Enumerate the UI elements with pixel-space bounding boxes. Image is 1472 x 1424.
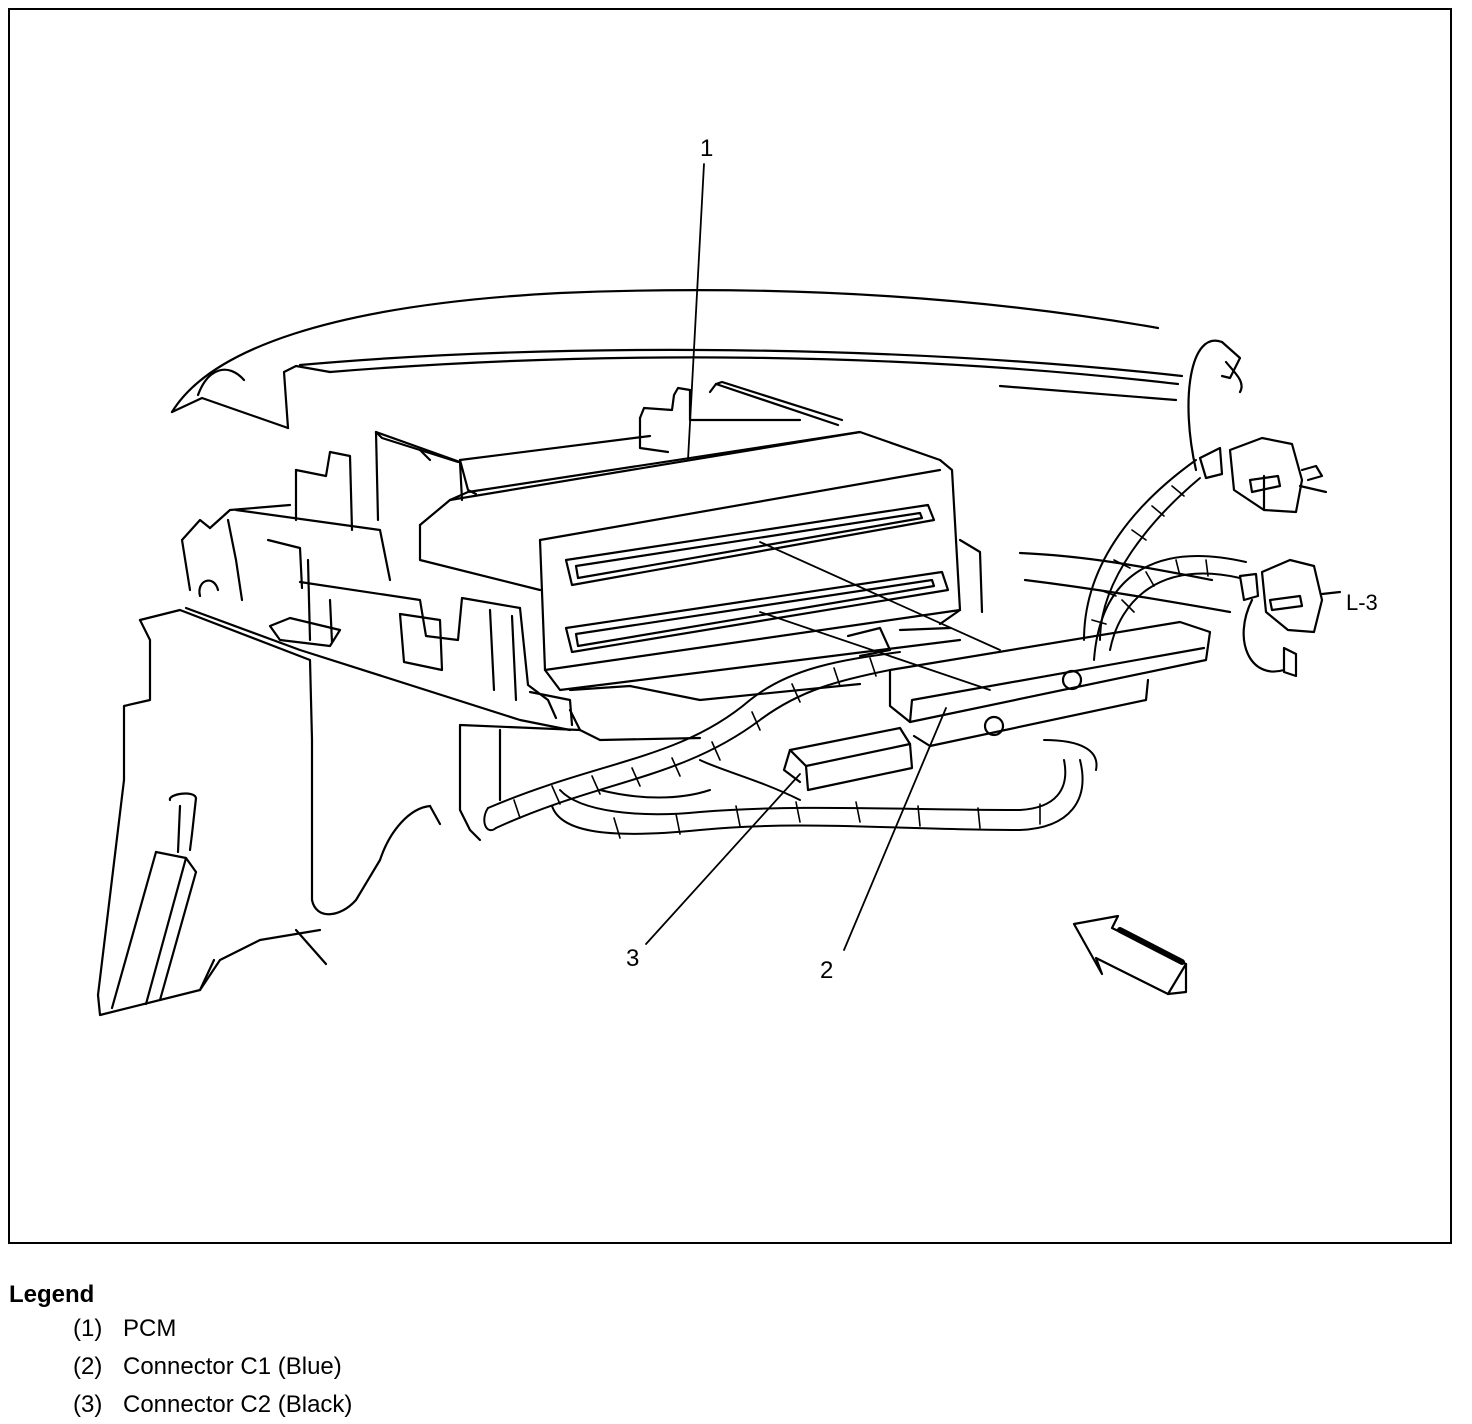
- connector-c2-body: [782, 726, 914, 792]
- callout-1: 1: [700, 135, 713, 162]
- connector-c1-body: [888, 620, 1212, 748]
- legend-item-number: (2): [73, 1353, 103, 1380]
- sensor-connector-upper: [1187, 339, 1328, 514]
- callout-3: 2: [820, 957, 833, 984]
- callout-2: 3: [626, 945, 639, 972]
- legend-item-label: Connector C2 (Black): [123, 1391, 353, 1418]
- legend: Legend (1) PCM (2) Connector C1 (Blue) (…: [9, 1280, 709, 1424]
- hose-post: [110, 792, 198, 1010]
- legend-item: (3) Connector C2 (Black): [9, 1386, 709, 1424]
- pcm-location-illustration: 1 3 2 L-3: [96, 135, 1378, 1017]
- wiring-harness: [483, 459, 1247, 839]
- view-arrow-icon: [1072, 914, 1188, 996]
- legend-item-number: (1): [73, 1315, 103, 1342]
- wheelhouse-panel: [96, 608, 442, 1017]
- legend-item-number: (3): [73, 1391, 103, 1418]
- connector-marking: L-3: [1346, 590, 1378, 615]
- legend-item: (2) Connector C1 (Blue): [9, 1348, 709, 1386]
- leader-line-3: [645, 773, 801, 945]
- pcm-fins: [374, 380, 844, 496]
- leader-lines: [645, 163, 1001, 951]
- legend-item-label: PCM: [123, 1315, 177, 1342]
- legend-title: Legend: [9, 1281, 95, 1308]
- leader-line-1: [687, 163, 705, 461]
- sensor-connector-lower: [1238, 558, 1342, 678]
- legend-item-label: Connector C1 (Blue): [123, 1353, 342, 1380]
- legend-item: (1) PCM: [9, 1310, 709, 1348]
- pcm-bracket: [180, 430, 574, 732]
- cowl-outline: [170, 289, 1232, 614]
- leader-line-2: [843, 707, 947, 951]
- pcm-housing: [418, 430, 984, 842]
